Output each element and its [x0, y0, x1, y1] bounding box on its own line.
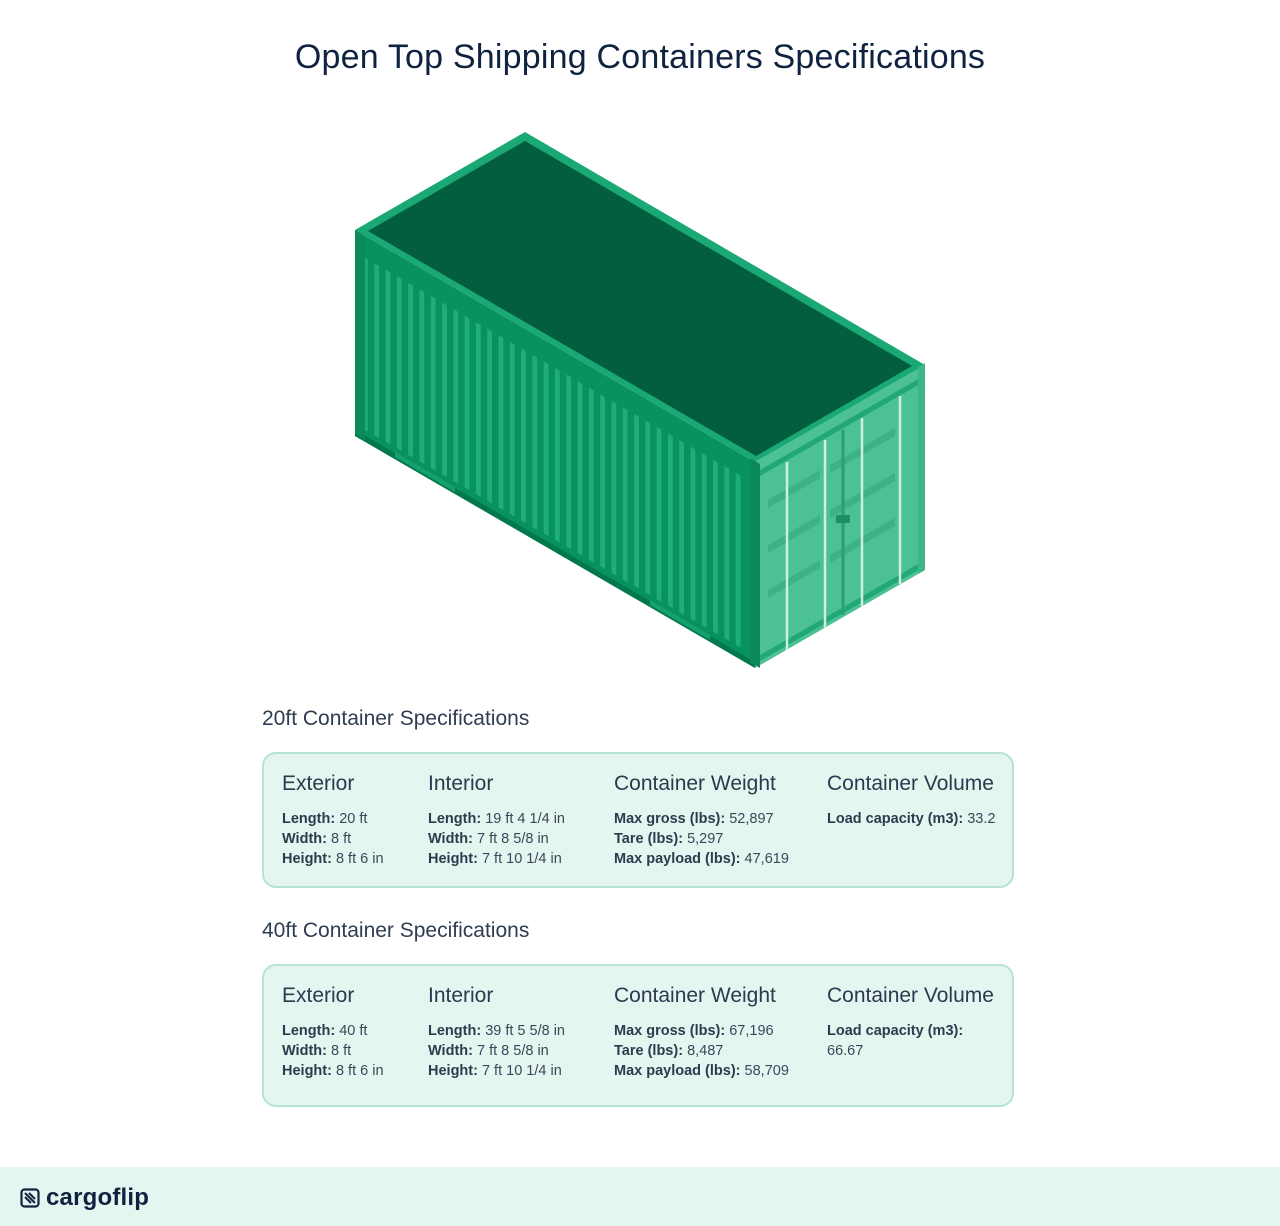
spec-line: Width: 8 ft	[282, 1043, 352, 1059]
section-title-40ft: 40ft Container Specifications	[262, 919, 530, 942]
container-volume-column: Container Volume Load capacity (m3): 33.…	[827, 772, 1007, 829]
column-heading: Container Volume	[827, 772, 994, 795]
interior-column: Interior Length: 39 ft 5 5/8 in Width: 7…	[428, 984, 565, 1081]
spec-line: Width: 8 ft	[282, 831, 352, 847]
spec-line: Width: 7 ft 8 5/8 in	[428, 1043, 549, 1059]
spec-line: Max payload (lbs): 47,619	[614, 851, 789, 867]
spec-line: Width: 7 ft 8 5/8 in	[428, 831, 549, 847]
open-top-container-illustration	[355, 132, 925, 668]
column-heading: Exterior	[282, 984, 355, 1007]
spec-line: Length: 40 ft	[282, 1023, 368, 1039]
spec-line: Length: 20 ft	[282, 811, 368, 827]
spec-line: Max gross (lbs): 67,196	[614, 1023, 774, 1039]
page-title: Open Top Shipping Containers Specificati…	[294, 38, 986, 76]
spec-line: Height: 8 ft 6 in	[282, 1063, 384, 1079]
cargoflip-logo-icon	[20, 1188, 40, 1208]
section-title-20ft: 20ft Container Specifications	[262, 707, 530, 730]
cargoflip-logo[interactable]: cargoflip	[20, 1184, 149, 1212]
container-volume-column: Container Volume Load capacity (m3): 66.…	[827, 984, 994, 1061]
column-heading: Container Volume	[827, 984, 994, 1007]
container-weight-column: Container Weight Max gross (lbs): 67,196…	[614, 984, 789, 1081]
spec-line: Height: 7 ft 10 1/4 in	[428, 1063, 562, 1079]
column-heading: Interior	[428, 984, 494, 1007]
spec-line: Length: 19 ft 4 1/4 in	[428, 811, 565, 827]
spec-line: Tare (lbs): 8,487	[614, 1043, 724, 1059]
exterior-column: Exterior Length: 20 ft Width: 8 ft Heigh…	[282, 772, 384, 869]
exterior-column: Exterior Length: 40 ft Width: 8 ft Heigh…	[282, 984, 384, 1081]
footer-bar: cargoflip	[0, 1167, 1280, 1226]
spec-line: Tare (lbs): 5,297	[614, 831, 724, 847]
brand-name: cargoflip	[46, 1184, 150, 1211]
spec-line: Height: 8 ft 6 in	[282, 851, 384, 867]
spec-line: Max gross (lbs): 52,897	[614, 811, 774, 827]
door-locking-bars	[785, 396, 902, 650]
spec-line: Height: 7 ft 10 1/4 in	[428, 851, 562, 867]
spec-line: Length: 39 ft 5 5/8 in	[428, 1023, 565, 1039]
spec-line: Load capacity (m3): 66.67	[827, 1023, 964, 1059]
column-heading: Container Weight	[614, 984, 776, 1007]
column-heading: Interior	[428, 772, 494, 795]
spec-card-40ft: Exterior Length: 40 ft Width: 8 ft Heigh…	[262, 964, 1014, 1107]
container-roof	[368, 141, 912, 456]
spec-line: Load capacity (m3): 33.2	[827, 811, 996, 827]
container-weight-column: Container Weight Max gross (lbs): 52,897…	[614, 772, 789, 869]
column-heading: Exterior	[282, 772, 355, 795]
interior-column: Interior Length: 19 ft 4 1/4 in Width: 7…	[428, 772, 565, 869]
spec-line: Max payload (lbs): 58,709	[614, 1063, 789, 1079]
spec-card-20ft: Exterior Length: 20 ft Width: 8 ft Heigh…	[262, 752, 1014, 888]
side-corrugations	[363, 256, 741, 648]
column-heading: Container Weight	[614, 772, 776, 795]
